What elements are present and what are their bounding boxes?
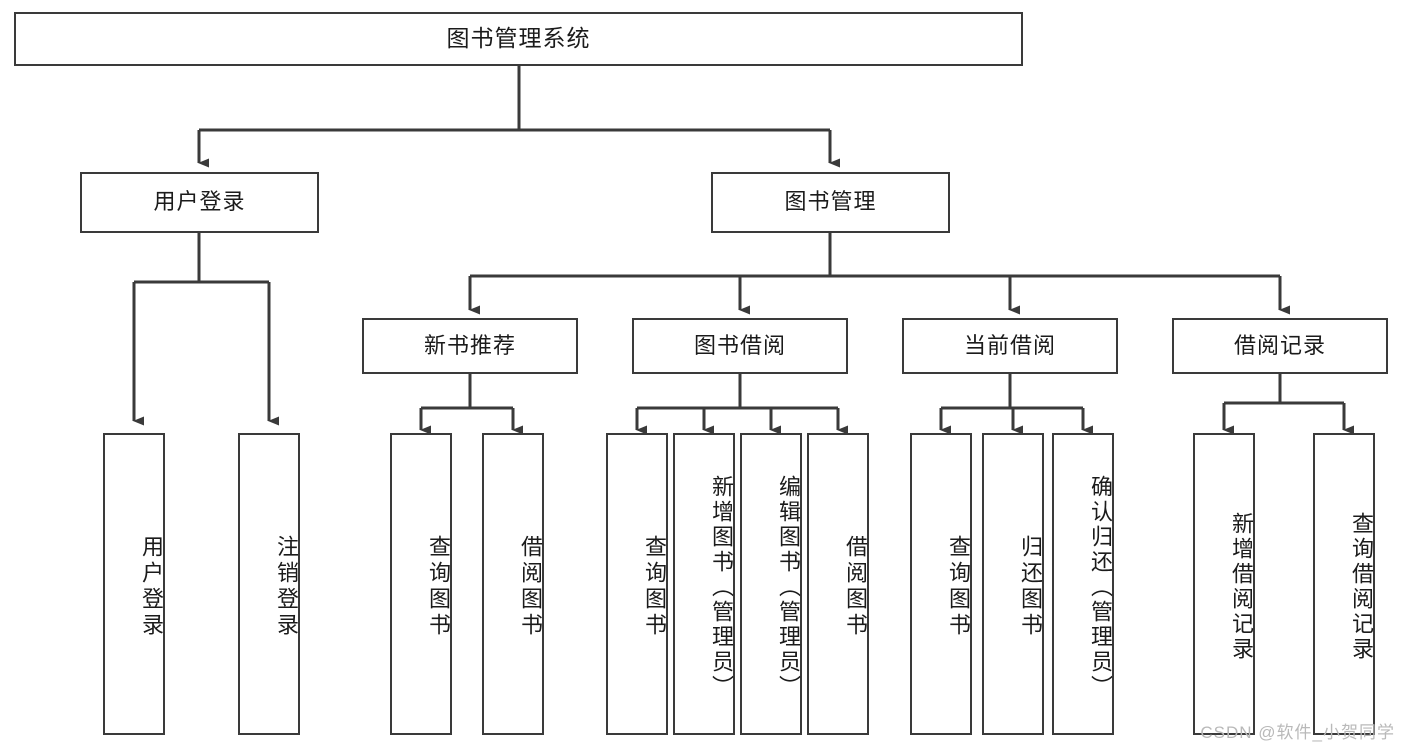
watermark-text: CSDN @软件_小贺同学 (1200, 723, 1395, 742)
node-new-book-recommend[interactable]: 新书推荐 (362, 318, 578, 374)
node-borrow-record[interactable]: 借阅记录 (1172, 318, 1388, 374)
node-current-borrow[interactable]: 当前借阅 (902, 318, 1118, 374)
leaf-query-borrow-record[interactable]: 查询借阅记录 (1313, 433, 1375, 735)
leaf-borrow-book-borrow[interactable]: 借阅图书 (807, 433, 869, 735)
leaf-borrow-book-new-recommend[interactable]: 借阅图书 (482, 433, 544, 735)
node-book-management[interactable]: 图书管理 (711, 172, 950, 233)
node-root-system[interactable]: 图书管理系统 (14, 12, 1023, 66)
node-label: 新增借阅记录 (1229, 512, 1254, 662)
node-label: 查询图书 (642, 535, 667, 639)
leaf-logout-login[interactable]: 注销登录 (238, 433, 300, 735)
leaf-user-login[interactable]: 用户登录 (103, 433, 165, 735)
node-label: 查询借阅记录 (1349, 512, 1374, 662)
leaf-add-borrow-record[interactable]: 新增借阅记录 (1193, 433, 1255, 735)
node-label: 图书管理系统 (446, 25, 591, 52)
node-label: 借阅记录 (1233, 332, 1326, 358)
node-label: 当前借阅 (963, 332, 1056, 358)
node-label: 用户登录 (153, 189, 246, 215)
node-book-borrow[interactable]: 图书借阅 (632, 318, 848, 374)
leaf-return-book[interactable]: 归还图书 (982, 433, 1044, 735)
node-user-login[interactable]: 用户登录 (80, 172, 319, 233)
leaf-edit-book-admin[interactable]: 编辑图书（管理员） (740, 433, 802, 735)
node-label: 确认归还（管理员） (1088, 474, 1113, 700)
node-label: 借阅图书 (843, 535, 868, 639)
node-label: 新书推荐 (423, 332, 516, 358)
node-label: 查询图书 (946, 535, 971, 639)
leaf-query-book-borrow[interactable]: 查询图书 (606, 433, 668, 735)
node-label: 编辑图书（管理员） (776, 474, 801, 700)
node-label: 新增图书（管理员） (709, 474, 734, 700)
leaf-query-book-new-recommend[interactable]: 查询图书 (390, 433, 452, 735)
node-label: 归还图书 (1018, 535, 1043, 639)
leaf-query-book-current[interactable]: 查询图书 (910, 433, 972, 735)
node-label: 图书管理 (784, 189, 877, 215)
node-label: 借阅图书 (518, 535, 543, 639)
leaf-confirm-return-admin[interactable]: 确认归还（管理员） (1052, 433, 1114, 735)
node-label: 图书借阅 (693, 332, 786, 358)
node-label: 用户登录 (139, 535, 164, 639)
leaf-add-book-admin[interactable]: 新增图书（管理员） (673, 433, 735, 735)
node-label: 注销登录 (274, 535, 299, 639)
node-label: 查询图书 (426, 535, 451, 639)
